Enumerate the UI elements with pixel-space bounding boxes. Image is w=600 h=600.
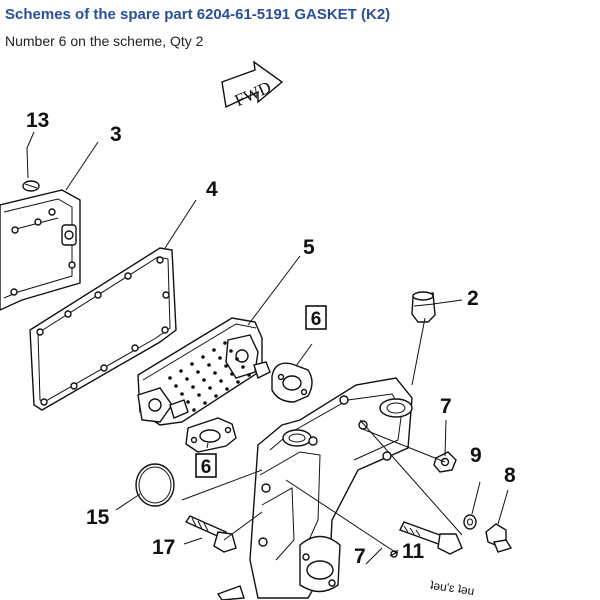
cooler-fin-dot (207, 363, 211, 367)
cooler-fin-dot (180, 392, 184, 396)
cooler-fin-dot (214, 394, 218, 398)
part-8-bolt[interactable] (485, 523, 513, 553)
part-6-gasket-lower[interactable] (185, 417, 237, 453)
cooler-fin-dot (202, 378, 206, 382)
cooler-fin-dot (223, 341, 227, 345)
cooler-fin-dot (235, 357, 239, 361)
part-15-o-ring[interactable] (135, 463, 175, 507)
cooler-fin-dot (219, 379, 223, 383)
callout-7-lower: 7 (354, 545, 366, 568)
cooler-fin-dot (208, 386, 212, 390)
fwd-arrow-icon: FWD (221, 60, 284, 110)
part-11-bolt[interactable] (399, 521, 463, 555)
part-5-oil-cooler[interactable] (137, 317, 271, 426)
cooler-fin-dot (203, 401, 207, 405)
cooler-fin-dot (229, 349, 233, 353)
cooler-fin-dot (196, 370, 200, 374)
main-housing[interactable] (249, 377, 413, 599)
part-17-bolt[interactable] (184, 515, 237, 553)
callout-6-upper[interactable]: 6 (305, 305, 327, 330)
partial-bolt-bottom (216, 585, 245, 600)
cooler-fin-dot (236, 380, 240, 384)
cooler-fin-dot (230, 372, 234, 376)
callout-6-lower-label: 6 (201, 457, 212, 478)
cooler-fin-dot (241, 365, 245, 369)
part-4-gasket[interactable] (29, 247, 177, 411)
cooler-fin-dot (185, 377, 189, 381)
cooler-fin-dot (190, 362, 194, 366)
cooler-fin-dot (212, 348, 216, 352)
callout-4: 4 (206, 178, 218, 201)
part-3-cover[interactable] (0, 189, 81, 311)
cooler-fin-dot (218, 356, 222, 360)
cooler-fin-dot (247, 373, 251, 377)
cooler-fin-dot (224, 364, 228, 368)
callout-6-lower[interactable]: 6 (195, 453, 217, 478)
part-5-fin-dots (168, 341, 251, 412)
part-2-plug[interactable] (411, 291, 436, 323)
cooler-fin-dot (191, 385, 195, 389)
callout-7-upper: 7 (440, 395, 452, 418)
callout-13: 13 (26, 109, 49, 132)
cooler-fin-dot (192, 408, 196, 412)
cooler-fin-dot (179, 369, 183, 373)
part-9-washer[interactable] (463, 514, 477, 530)
part-position-note: Number 6 on the scheme, Qty 2 (5, 33, 204, 49)
callout-9: 9 (470, 444, 482, 467)
cooler-fin-dot (213, 371, 217, 375)
callout-8: 8 (504, 464, 516, 487)
cooler-fin-dot (197, 393, 201, 397)
part-13-plug[interactable] (22, 180, 40, 192)
callout-3: 3 (110, 123, 122, 146)
cooler-fin-dot (186, 400, 190, 404)
callout-6-upper-label: 6 (311, 309, 322, 330)
page-title: Schemes of the spare part 6204-61-5191 G… (5, 6, 391, 23)
cooler-fin-dot (174, 384, 178, 388)
leader-lines (26, 131, 509, 565)
part-6-gasket-upper[interactable] (271, 362, 313, 403)
cooler-fin-dot (225, 387, 229, 391)
footer-text-fragment: ʇəu'ɛ ʇəu (429, 578, 475, 598)
callout-5: 5 (303, 236, 315, 259)
callout-11: 11 (402, 540, 425, 563)
callout-17: 17 (152, 536, 175, 559)
cooler-fin-dot (201, 355, 205, 359)
cooler-fin-dot (168, 376, 172, 380)
callout-15: 15 (86, 506, 110, 529)
callout-2: 2 (467, 287, 479, 310)
